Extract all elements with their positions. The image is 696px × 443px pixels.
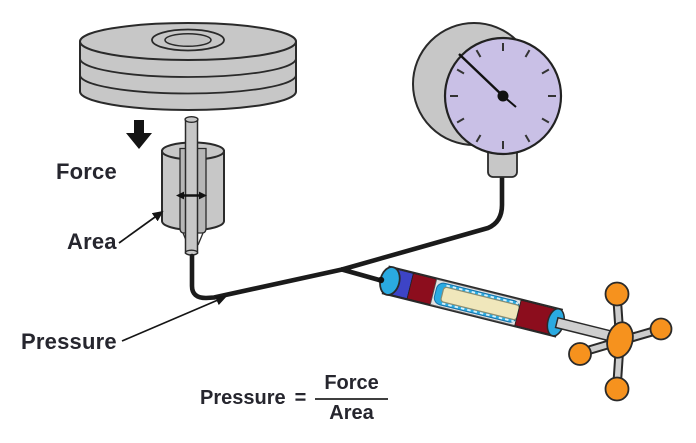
force-label: Force xyxy=(56,159,117,184)
tubing xyxy=(189,175,505,301)
handwheel-knob xyxy=(568,342,592,366)
disc-separator xyxy=(79,58,297,78)
gauge-tube xyxy=(339,175,505,272)
area-label: Area xyxy=(67,229,117,254)
handwheel-knob xyxy=(604,281,630,307)
formula-fraction: Force Area xyxy=(315,372,388,425)
piston-tube xyxy=(189,253,345,301)
weight-stack xyxy=(79,22,297,111)
piston-rod xyxy=(184,118,199,254)
gauge-ticks xyxy=(450,43,556,149)
piston-cylinder xyxy=(161,115,225,256)
formula-equals: = xyxy=(294,387,307,409)
handwheel-knob xyxy=(604,376,630,402)
formula-lhs: Pressure xyxy=(200,387,286,409)
tube-end-dot xyxy=(377,276,385,284)
pressure-gauge xyxy=(412,22,563,178)
formula-denominator: Area xyxy=(315,398,388,425)
pressure-formula: Pressure = Force Area xyxy=(200,372,388,425)
disc-separator xyxy=(79,74,297,95)
screw-pump xyxy=(379,265,616,343)
handwheel-hub xyxy=(606,321,634,359)
pressure-pointer-arrow xyxy=(121,295,227,342)
force-arrow-icon xyxy=(126,120,152,149)
handwheel-knob xyxy=(649,317,673,341)
pump-shaft xyxy=(554,316,616,343)
pump-inlet-tube xyxy=(339,267,384,283)
formula-numerator: Force xyxy=(324,372,379,394)
diameter-arrow-icon xyxy=(176,191,207,200)
gauge-needle xyxy=(458,53,517,108)
area-pointer-arrow xyxy=(118,210,164,244)
pressure-label: Pressure xyxy=(21,329,117,354)
pump-handwheel xyxy=(568,281,673,402)
